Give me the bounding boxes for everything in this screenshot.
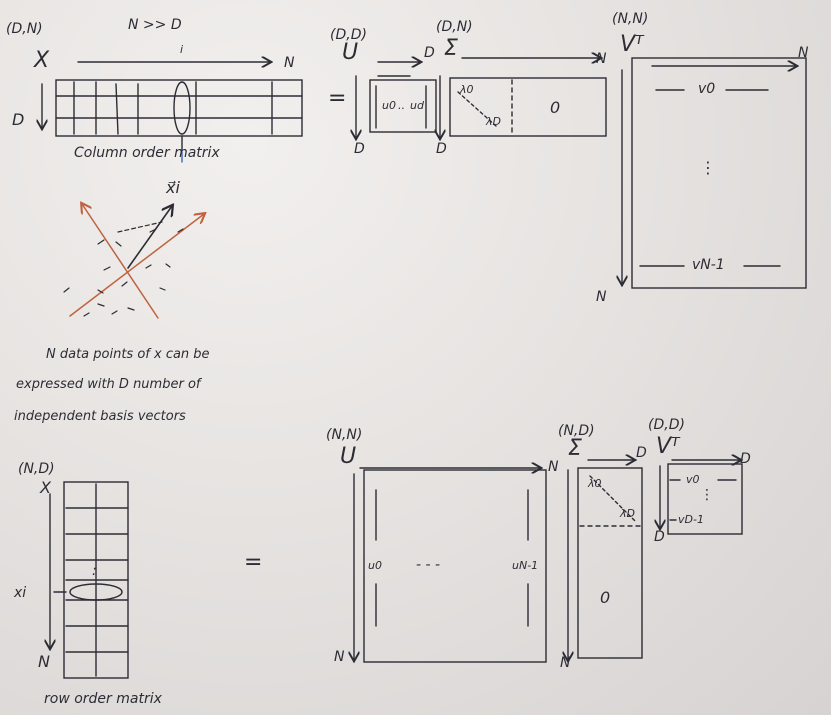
bottom-x-row-dots: : bbox=[92, 563, 97, 579]
vt-top-row-dots: ⋮ bbox=[700, 158, 716, 177]
bottom-sigma-d-right-label: D bbox=[636, 445, 647, 461]
vt-top-name: Vᵀ bbox=[620, 32, 644, 57]
top-equals-sign: = bbox=[328, 86, 347, 111]
xi-row-highlight bbox=[69, 583, 123, 601]
n-axis-label: N bbox=[284, 55, 295, 71]
sigma-top-shape-label: (D,N) bbox=[436, 19, 473, 35]
xi-column-highlight bbox=[173, 81, 191, 135]
u-top-d-right-label: D bbox=[424, 45, 435, 61]
sigma-bottom-matrix bbox=[577, 467, 643, 659]
data-point-scatter-sketch bbox=[63, 204, 204, 319]
vt-top-matrix bbox=[631, 57, 807, 289]
bottom-sigma-entry-first: λ0 bbox=[588, 477, 602, 490]
bottom-x-matrix-name: X bbox=[40, 478, 51, 497]
bottom-equals-sign: = bbox=[244, 550, 263, 575]
u-bottom-matrix bbox=[363, 469, 547, 663]
sigma-top-n-right-label: N bbox=[596, 51, 607, 67]
u-top-col-dots: .. bbox=[398, 99, 405, 112]
bottom-vt-d-down-label: D bbox=[654, 529, 665, 545]
bottom-u-shape-label: (N,N) bbox=[326, 427, 363, 443]
x-matrix-name: X bbox=[34, 48, 50, 73]
xi-vector-label: x⃗i bbox=[166, 178, 180, 197]
d-axis-label: D bbox=[12, 110, 25, 129]
bottom-u-n-right-label: N bbox=[548, 459, 559, 475]
vt-top-n-down-label: N bbox=[596, 289, 607, 305]
column-order-caption: Column order matrix bbox=[74, 145, 220, 161]
sigma-top-d-down-label: D bbox=[436, 141, 447, 157]
bottom-sigma-n-down-label: N bbox=[560, 655, 571, 671]
note-line-1: N data points of x can be bbox=[46, 347, 210, 362]
x-column-matrix bbox=[55, 79, 303, 137]
u-top-matrix bbox=[369, 79, 437, 133]
note-line-3: independent basis vectors bbox=[14, 409, 186, 424]
vt-top-row-last: vN-1 bbox=[692, 257, 725, 273]
vt-top-shape-label: (N,N) bbox=[612, 11, 649, 27]
vt-top-n-right-label: N bbox=[798, 45, 809, 61]
bottom-vt-shape-label: (D,D) bbox=[648, 417, 685, 433]
bottom-xi-label: xi bbox=[14, 585, 27, 601]
bottom-u-n-down-label: N bbox=[334, 649, 345, 665]
bottom-sigma-entry-last: λD bbox=[620, 507, 635, 520]
index-i-label: i bbox=[180, 43, 184, 56]
sigma-top-name: Σ bbox=[444, 36, 458, 61]
bottom-x-shape-label: (N,D) bbox=[18, 461, 55, 477]
bottom-vt-row-last: vD-1 bbox=[678, 513, 704, 526]
note-line-2: expressed with D number of bbox=[16, 377, 201, 392]
bottom-u-name: U bbox=[340, 444, 357, 469]
vt-bottom-matrix bbox=[667, 463, 743, 535]
u-top-col-last: ud bbox=[410, 99, 424, 112]
bottom-n-label: N bbox=[38, 652, 50, 671]
n-much-greater-d-label: N >> D bbox=[128, 17, 182, 33]
u-top-col-first: u0 bbox=[382, 99, 396, 112]
x-shape-label: (D,N) bbox=[6, 21, 43, 37]
sigma-top-entry-last: λD bbox=[486, 115, 501, 128]
bottom-u-col-first: u0 bbox=[368, 559, 382, 572]
u-top-shape-label: (D,D) bbox=[330, 27, 367, 43]
row-order-caption: row order matrix bbox=[44, 691, 162, 707]
bottom-vt-row-dots: ⋮ bbox=[700, 487, 714, 503]
bottom-vt-d-right-label: D bbox=[740, 451, 751, 467]
bottom-vt-name: Vᵀ bbox=[656, 434, 680, 459]
sigma-top-zero-block: 0 bbox=[550, 98, 561, 117]
u-top-d-down-label: D bbox=[354, 141, 365, 157]
vt-top-row-first: v0 bbox=[698, 81, 716, 97]
bottom-vt-row-first: v0 bbox=[686, 473, 700, 486]
sigma-top-entry-first: λ0 bbox=[460, 83, 474, 96]
bottom-u-col-last: uN-1 bbox=[512, 559, 539, 572]
u-top-name: U bbox=[342, 40, 359, 65]
sigma-top-matrix bbox=[449, 77, 607, 137]
bottom-sigma-name: Σ bbox=[568, 436, 582, 461]
bottom-sigma-zero-block: 0 bbox=[600, 588, 611, 607]
bottom-sigma-shape-label: (N,D) bbox=[558, 423, 595, 439]
bottom-u-col-dots: - - - bbox=[416, 557, 441, 573]
